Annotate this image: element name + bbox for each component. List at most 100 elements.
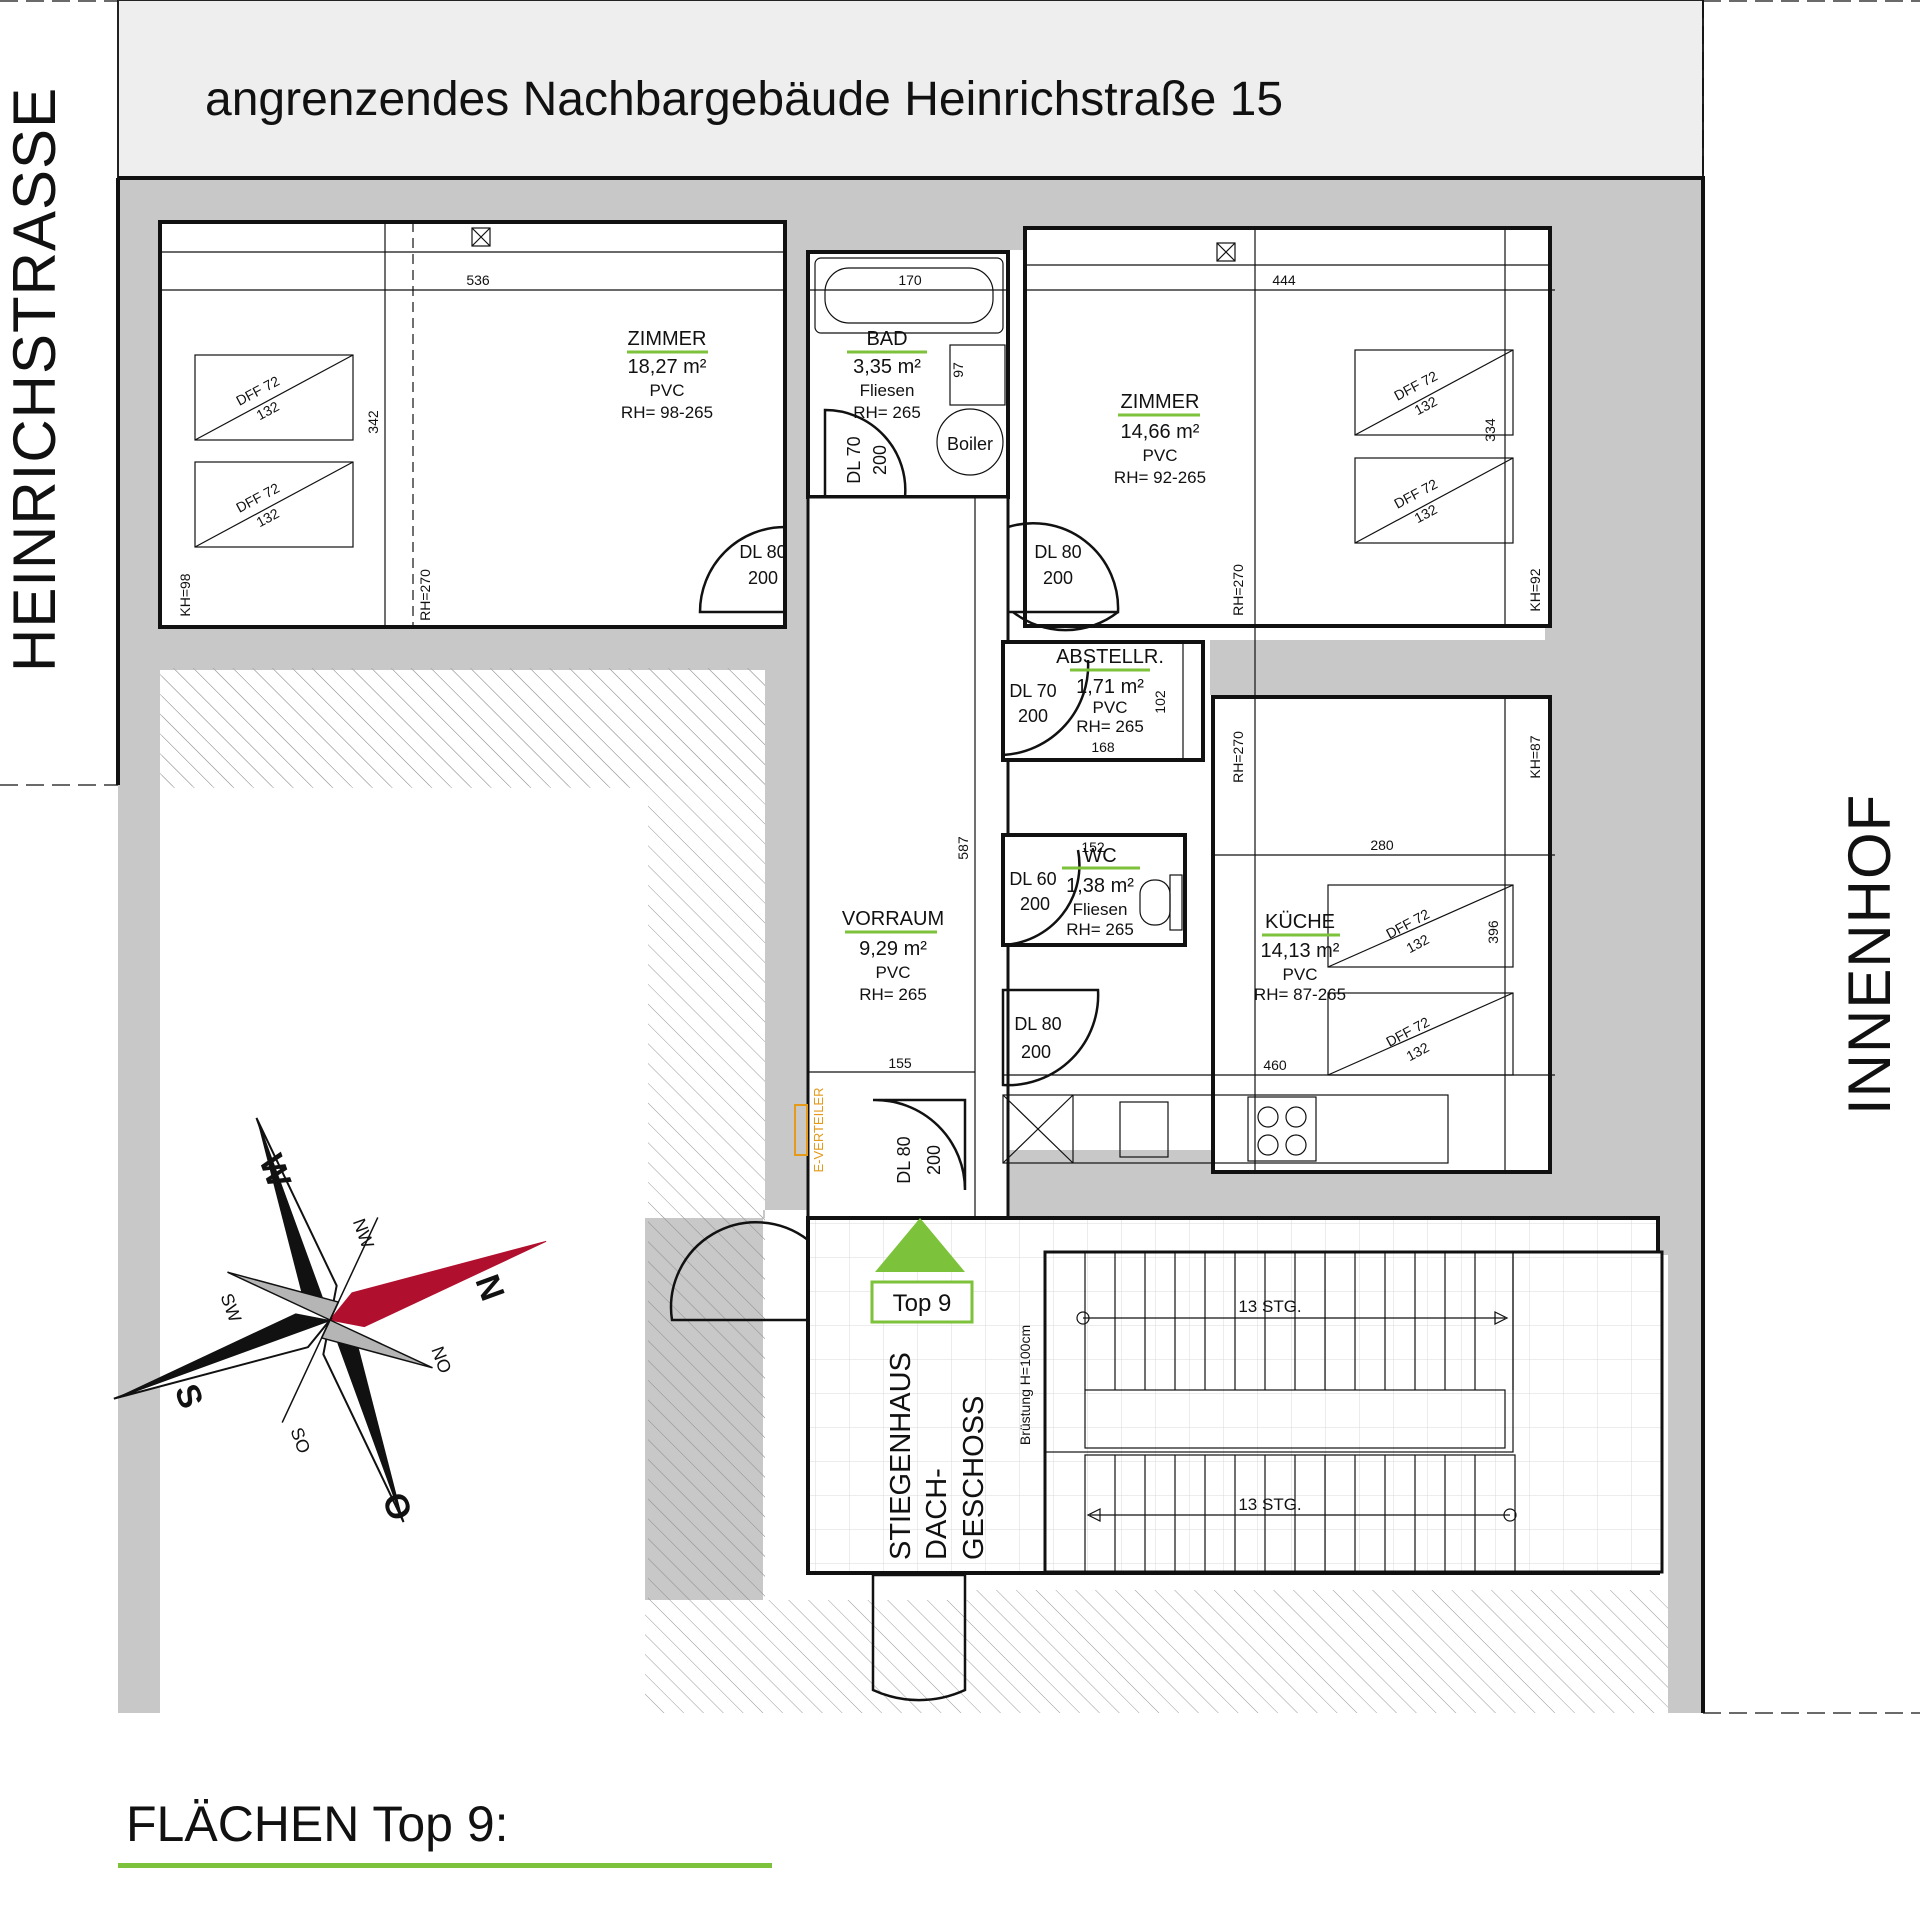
svg-text:RH= 98-265: RH= 98-265: [621, 403, 713, 422]
bathroom-fixtures: Boiler 97: [814, 257, 1006, 476]
svg-text:BAD: BAD: [866, 328, 907, 350]
svg-text:KH=87: KH=87: [1527, 735, 1543, 778]
svg-text:14,66 m²: 14,66 m²: [1121, 421, 1200, 443]
svg-text:200: 200: [870, 445, 890, 475]
svg-text:396: 396: [1485, 920, 1501, 944]
svg-text:SO: SO: [287, 1425, 315, 1456]
svg-text:KH=98: KH=98: [177, 573, 193, 616]
compass-rose: W N O S NW NO SO SW: [113, 1117, 547, 1526]
svg-text:200: 200: [1043, 568, 1073, 588]
svg-text:RH=270: RH=270: [1230, 564, 1246, 616]
svg-text:RH= 265: RH= 265: [1066, 920, 1134, 939]
svg-text:RH= 87-265: RH= 87-265: [1254, 985, 1346, 1004]
room-zimmer-2: ZIMMER 14,66 m² PVC RH= 92-265: [1114, 391, 1206, 487]
svg-text:Boiler: Boiler: [947, 434, 993, 454]
svg-text:DL 70: DL 70: [1009, 681, 1056, 701]
svg-text:PVC: PVC: [876, 963, 911, 982]
e-verteiler: E-VERTEILER: [794, 1087, 826, 1173]
svg-text:RH= 265: RH= 265: [853, 403, 921, 422]
chimneys: [471, 227, 1236, 262]
svg-text:O: O: [374, 1488, 419, 1526]
svg-text:STIEGENHAUS: STIEGENHAUS: [885, 1352, 917, 1560]
svg-text:NW: NW: [349, 1216, 378, 1251]
kitchen-counter: [1002, 1094, 1449, 1164]
svg-text:14,13 m²: 14,13 m²: [1261, 940, 1340, 962]
svg-text:587: 587: [955, 836, 971, 860]
room-abstellraum: ABSTELLR. 1,71 m² PVC RH= 265: [1056, 646, 1164, 736]
svg-text:200: 200: [1021, 1042, 1051, 1062]
svg-text:200: 200: [1020, 894, 1050, 914]
room-bad: BAD 3,35 m² Fliesen RH= 265: [847, 328, 927, 422]
svg-text:PVC: PVC: [1283, 965, 1318, 984]
room-wc: WC 1,38 m² Fliesen RH= 265: [1062, 845, 1140, 939]
svg-text:RH=270: RH=270: [1230, 731, 1246, 783]
svg-text:155: 155: [888, 1055, 912, 1071]
street-heinrichstrasse-label: HEINRICHSTRASSE: [1, 87, 68, 672]
property-lines: [0, 0, 1920, 1714]
svg-text:VORRAUM: VORRAUM: [842, 908, 944, 930]
flaechen-underline: [118, 1863, 772, 1868]
doors: [669, 408, 1120, 1702]
stair-steps-upper: 13 STG.: [1238, 1297, 1301, 1316]
flaechen-title: FLÄCHEN Top 9:: [126, 1796, 509, 1852]
neighbor-building: angrenzendes Nachbargebäude Heinrichstra…: [117, 0, 1704, 179]
svg-text:DL 80: DL 80: [739, 542, 786, 562]
svg-text:334: 334: [1482, 418, 1498, 442]
compass-north-needle: [329, 1240, 547, 1328]
svg-text:RH= 92-265: RH= 92-265: [1114, 468, 1206, 487]
svg-text:152: 152: [1081, 839, 1105, 855]
boiler-icon: [936, 408, 1004, 476]
svg-text:18,27 m²: 18,27 m²: [628, 356, 707, 378]
neighbor-building-label: angrenzendes Nachbargebäude Heinrichstra…: [205, 73, 1283, 126]
svg-text:200: 200: [748, 568, 778, 588]
svg-text:200: 200: [1018, 706, 1048, 726]
svg-text:102: 102: [1152, 690, 1168, 714]
svg-text:W: W: [251, 1149, 298, 1193]
entrance-marker: Top 9: [870, 1218, 974, 1324]
svg-text:ZIMMER: ZIMMER: [1121, 391, 1200, 413]
railing-label: Brüstung H=100cm: [1017, 1325, 1033, 1445]
svg-text:GESCHOSS: GESCHOSS: [958, 1396, 990, 1560]
stair-steps-lower: 13 STG.: [1238, 1495, 1301, 1514]
room-kueche: KÜCHE 14,13 m² PVC RH= 87-265: [1254, 911, 1346, 1004]
svg-text:DACH-: DACH-: [921, 1468, 953, 1560]
stairwell-label: STIEGENHAUS DACH- GESCHOSS: [885, 1352, 990, 1560]
svg-text:RH=270: RH=270: [417, 569, 433, 621]
svg-text:1,71 m²: 1,71 m²: [1076, 676, 1144, 698]
svg-text:536: 536: [466, 272, 490, 288]
svg-text:DL 60: DL 60: [1009, 869, 1056, 889]
svg-text:RH= 265: RH= 265: [859, 985, 927, 1004]
svg-text:RH= 265: RH= 265: [1076, 717, 1144, 736]
svg-text:KÜCHE: KÜCHE: [1265, 911, 1335, 933]
wc-toilet: [1139, 874, 1183, 931]
svg-text:S: S: [167, 1379, 210, 1413]
svg-text:168: 168: [1091, 739, 1115, 755]
svg-text:NO: NO: [427, 1344, 455, 1376]
svg-text:E-VERTEILER: E-VERTEILER: [811, 1087, 826, 1172]
entrance-label: Top 9: [893, 1290, 952, 1317]
door-labels: DL 80 200 DL 80 200 DL 70 200 DL 70 200 …: [739, 436, 1081, 1183]
svg-text:97: 97: [950, 362, 966, 378]
svg-text:200: 200: [924, 1145, 944, 1175]
svg-text:Fliesen: Fliesen: [1073, 900, 1128, 919]
svg-text:1,38 m²: 1,38 m²: [1066, 875, 1134, 897]
svg-text:280: 280: [1370, 837, 1394, 853]
svg-text:DL 80: DL 80: [1014, 1014, 1061, 1034]
svg-text:444: 444: [1272, 272, 1296, 288]
terrace-hatch: [160, 668, 1668, 1713]
room-vorraum: VORRAUM 9,29 m² PVC RH= 265: [842, 908, 944, 1004]
entrance-triangle-icon: [875, 1218, 965, 1272]
compass-south-needle: [113, 1313, 330, 1399]
street-innenhof-label: INNENHOF: [1836, 794, 1903, 1115]
svg-text:SW: SW: [216, 1291, 245, 1325]
svg-text:Fliesen: Fliesen: [860, 381, 915, 400]
svg-text:WC: WC: [1083, 845, 1116, 867]
svg-text:ABSTELLR.: ABSTELLR.: [1056, 646, 1164, 668]
svg-text:DL 80: DL 80: [894, 1136, 914, 1183]
svg-text:PVC: PVC: [650, 381, 685, 400]
room-zimmer-1: ZIMMER 18,27 m² PVC RH= 98-265: [621, 328, 713, 422]
svg-text:DL 70: DL 70: [844, 436, 864, 483]
svg-text:PVC: PVC: [1143, 446, 1178, 465]
svg-text:KH=92: KH=92: [1527, 568, 1543, 611]
